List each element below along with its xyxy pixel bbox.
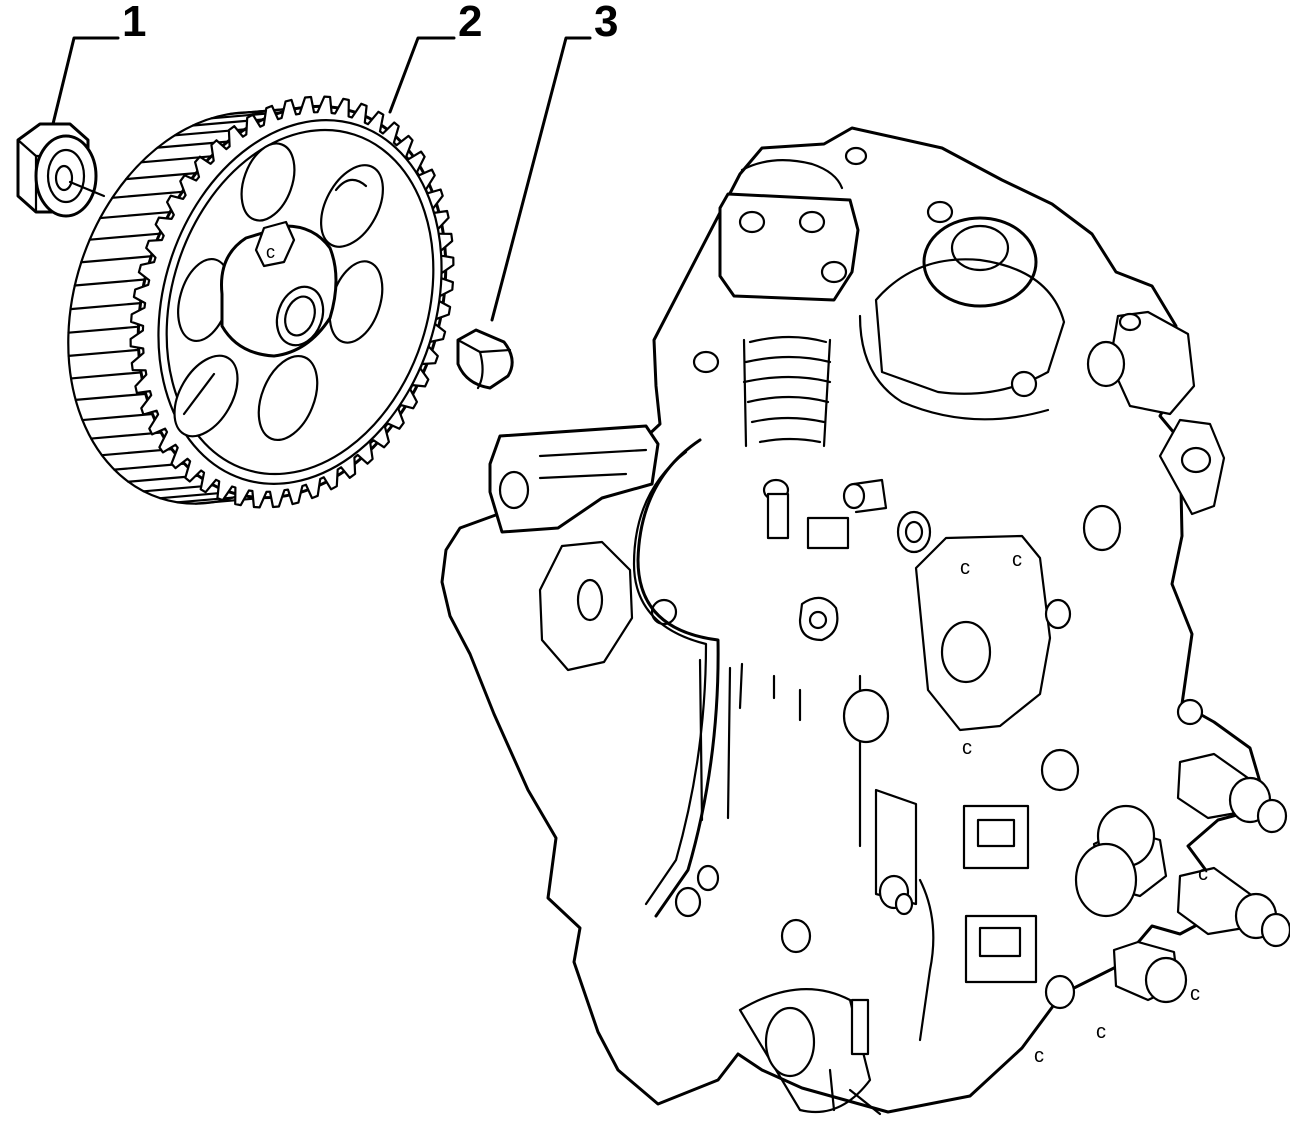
gear-holes <box>173 142 384 442</box>
gear-side-tooth <box>81 412 154 422</box>
callout-2-label: 2 <box>458 0 482 46</box>
callout-1-label: 1 <box>122 0 146 46</box>
gear-side-tooth <box>73 278 146 287</box>
nut-part <box>16 122 106 218</box>
callout-1-leader <box>50 36 120 130</box>
callout-1: 1 <box>50 0 146 130</box>
gear-side-tooth <box>80 255 153 264</box>
gear-side-tooth <box>69 302 142 311</box>
gear-side-tooth <box>88 232 161 241</box>
callout-2-leader <box>388 36 456 114</box>
output-fittings <box>1040 748 1290 1010</box>
gear-side-tooth <box>74 392 147 402</box>
callout-3-label: 3 <box>594 0 618 46</box>
gear-side-tooth <box>90 431 163 440</box>
svg-text:c: c <box>962 737 972 759</box>
gear-side-tooth <box>67 325 140 334</box>
svg-text:c: c <box>1034 1045 1044 1067</box>
gear-side-tooth <box>124 172 198 181</box>
svg-text:c: c <box>1096 1021 1106 1043</box>
woodruff-key-part <box>456 328 514 390</box>
gear-side-tooth <box>69 371 143 380</box>
spring-stack <box>742 335 832 448</box>
svg-text:c: c <box>1190 983 1200 1005</box>
injection-pump: c c c <box>440 126 1290 1116</box>
svg-text:c: c <box>266 242 275 262</box>
svg-text:c: c <box>960 557 970 579</box>
gear-side-tooth <box>67 348 140 357</box>
gear-side-tooth <box>111 190 184 199</box>
callout-3-leader <box>490 36 592 322</box>
gear-side-tooth <box>99 210 172 220</box>
gear-part: c <box>67 95 455 509</box>
callout-2: 2 <box>388 0 482 114</box>
callout-3: 3 <box>490 0 618 322</box>
svg-text:c: c <box>1012 549 1022 571</box>
svg-text:c: c <box>1198 863 1208 885</box>
